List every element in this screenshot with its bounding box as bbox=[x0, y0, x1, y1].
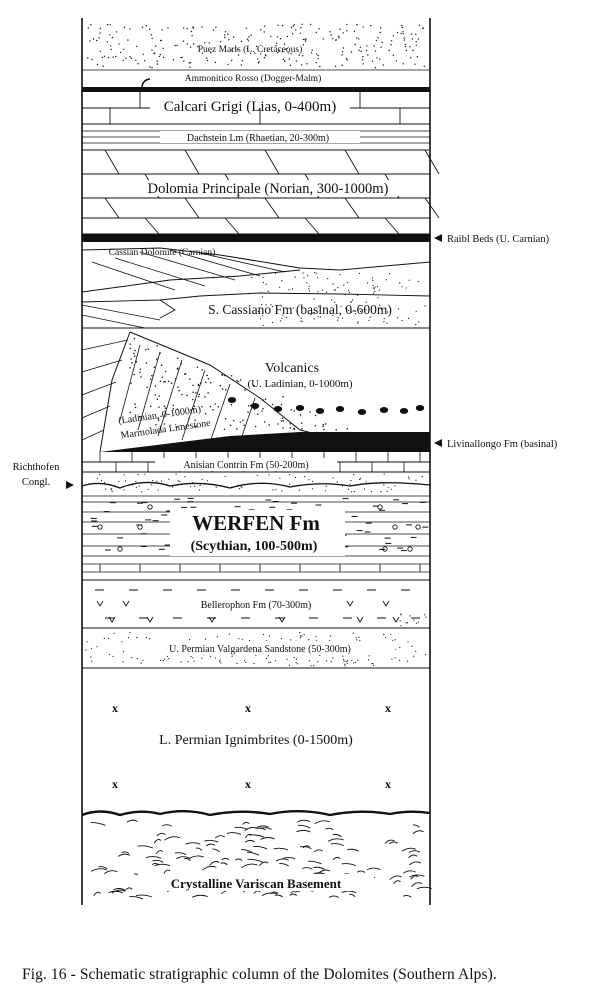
layer-dachstein: Dachstein Lm (Rhaetian, 20-300m) bbox=[82, 130, 430, 151]
annotation-richthofen: Richthofen Congl. bbox=[13, 462, 74, 489]
layer-cassian: Cassian Dolomite (Carnian) S. Cassiano F… bbox=[81, 247, 431, 329]
label-richthofen-2: Congl. bbox=[22, 477, 50, 488]
layer-puez-marls: Puez Marls (L. Cretaceous) bbox=[87, 23, 425, 69]
annotation-raibl: Raibl Beds (U. Carnian) bbox=[434, 234, 550, 245]
label-dachstein: Dachstein Lm (Rhaetian, 20-300m) bbox=[187, 133, 329, 144]
label-bellerophon: Bellerophon Fm (70-300m) bbox=[201, 600, 312, 611]
layer-bellerophon: Bellerophon Fm (70-300m) bbox=[82, 579, 430, 629]
layer-ignimbrites: x x x L. Permian Ignimbrites (0-1500m) x… bbox=[112, 701, 391, 791]
label-livinallongo: Livinallongo Fm (basinal) bbox=[447, 439, 558, 450]
layer-marmolada-volcanics: Volcanics (U. Ladinian, 0-1000m) (Ladini… bbox=[81, 331, 430, 453]
label-anisian-contrin: Anisian Contrin Fm (50-200m) bbox=[183, 460, 308, 471]
layer-dolomia-principale: Dolomia Principale (Norian, 300-1000m) bbox=[82, 149, 440, 235]
label-volcanics-age: (U. Ladinian, 0-1000m) bbox=[247, 378, 352, 390]
ignimbrite-x-2: x bbox=[245, 701, 251, 715]
label-ignimbrites: L. Permian Ignimbrites (0-1500m) bbox=[159, 733, 353, 748]
label-valgardena: U. Permian Valgardena Sandstone (50-300m… bbox=[169, 644, 351, 655]
label-dolomia-principale: Dolomia Principale (Norian, 300-1000m) bbox=[148, 181, 389, 197]
band-ammonitico-black bbox=[82, 87, 430, 92]
band-livinallongo bbox=[100, 432, 430, 452]
layer-richthofen bbox=[81, 473, 431, 493]
layer-basement: Crystalline Variscan Basement bbox=[81, 810, 432, 900]
label-puez-marls: Puez Marls (L. Cretaceous) bbox=[198, 44, 302, 55]
band-raibl-black bbox=[82, 234, 430, 242]
layer-anisian-contrin: Anisian Contrin Fm (50-200m) bbox=[82, 452, 430, 473]
label-cassian-dolomite: Cassian Dolomite (Carnian) bbox=[109, 247, 216, 258]
label-werfen: WERFEN Fm bbox=[192, 511, 320, 535]
ignimbrite-x-3: x bbox=[385, 701, 391, 715]
annotation-livinallongo: Livinallongo Fm (basinal) bbox=[434, 439, 558, 450]
figure-caption: Fig. 16 - Schematic stratigraphic column… bbox=[22, 966, 497, 983]
layer-calcari-grigi: Calcari Grigi (Lias, 0-400m) bbox=[82, 92, 430, 125]
label-ammonitico-rosso: Ammonitico Rosso (Dogger-Malm) bbox=[185, 73, 322, 84]
layer-valgardena: U. Permian Valgardena Sandstone (50-300m… bbox=[82, 632, 430, 669]
layer-ammonitico-rosso: Ammonitico Rosso (Dogger-Malm) bbox=[82, 69, 430, 92]
label-richthofen-1: Richthofen bbox=[13, 462, 60, 473]
label-volcanics: Volcanics bbox=[265, 361, 319, 376]
label-basement: Crystalline Variscan Basement bbox=[171, 876, 342, 891]
layer-werfen: WERFEN Fm (Scythian, 100-500m) bbox=[82, 495, 430, 573]
ignimbrite-x-4: x bbox=[112, 777, 118, 791]
label-raibl-beds: Raibl Beds (U. Carnian) bbox=[447, 234, 550, 245]
label-s-cassiano: S. Cassiano Fm (basinal, 0-600m) bbox=[208, 302, 392, 317]
ignimbrite-x-1: x bbox=[112, 701, 118, 715]
label-werfen-age: (Scythian, 100-500m) bbox=[191, 539, 318, 554]
layer-raibl-beds bbox=[82, 234, 430, 242]
ignimbrite-x-6: x bbox=[385, 777, 391, 791]
ignimbrite-x-5: x bbox=[245, 777, 251, 791]
label-calcari-grigi: Calcari Grigi (Lias, 0-400m) bbox=[164, 99, 336, 115]
